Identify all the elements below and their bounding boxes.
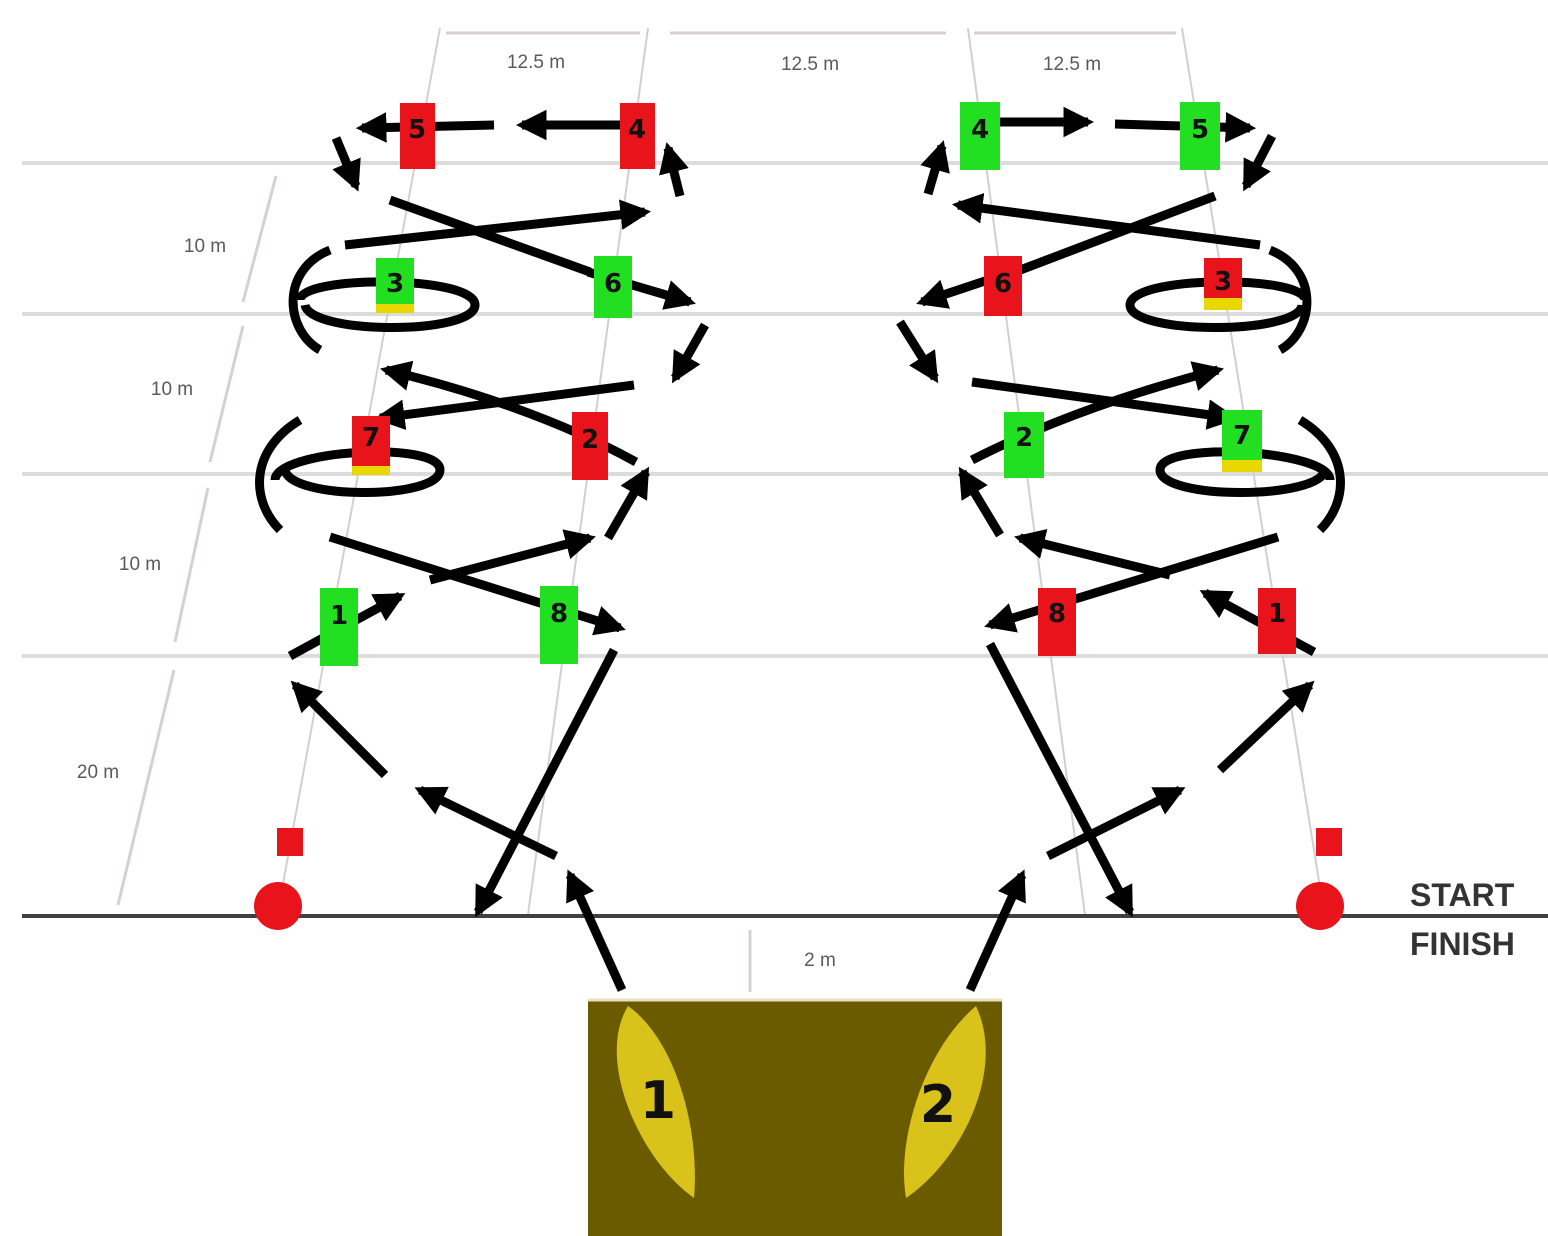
boat-2-label: 2 [920,1075,956,1135]
start-buoy-left [254,882,302,930]
dim-arrow-side-1 [241,175,278,303]
buoy-right-3-marker [1204,258,1242,302]
dim-label-top-left: 12.5 m [507,52,565,73]
buoy-right-1-marker [1258,588,1296,654]
path-right-2-loop [969,361,1224,465]
path-right-start-diag [1045,785,1186,861]
path-right-2-up [958,466,1004,538]
path-left-3-cross-b [388,195,592,277]
buoy-left-2-label: 2 [581,425,599,455]
path-left-finish [474,647,618,918]
dimension-labels: 12.5 m 12.5 m 12.5 m 10 m 10 m 10 m 20 m… [77,52,1101,971]
path-right-3-cross-b [1013,191,1217,277]
path-right-3-cross-a [951,193,1261,250]
path-left-4-up [659,142,689,198]
boat-1-label: 1 [640,1071,676,1131]
buoy-left-3-label: 3 [386,269,404,299]
buoy-left-6-marker [594,256,632,318]
pontoon: 1 2 [588,998,1002,1236]
dim-arrow-side-4 [116,669,176,906]
path-left-start-diag [414,785,558,861]
buoy-right-2-label: 2 [1015,423,1033,453]
buoy-left-5-marker [400,103,435,169]
buoy-right-7-band [1222,460,1262,472]
path-left-3-loop-a [288,245,332,354]
buoy-right-1-label: 1 [1268,599,1286,629]
path-left-6-down [671,322,709,384]
dim-arrow-side-3 [173,487,210,643]
path-left-start-up [565,869,627,992]
start-buoy-right [1296,882,1344,930]
dim-label-gap-3: 10 m [119,554,161,575]
finish-label: FINISH [1410,926,1515,962]
path-right-up-to-1 [1216,680,1315,774]
path-left-2-up [604,466,650,541]
buoy-right-8-marker [1038,588,1076,656]
path-left-7-loop-a [255,416,303,534]
path-right-3-loop-b [1125,277,1310,332]
buoy-right-7-marker [1222,410,1262,464]
path-right-6-down [896,319,939,384]
path-left-7-loop-b [270,447,445,497]
path-left-3-loop-b [295,277,480,332]
buoy-left-4-label: 4 [628,115,646,145]
buoy-right-3-band [1204,298,1242,310]
buoy-right-4-label: 4 [971,115,989,145]
path-left-7-cross [373,380,635,431]
path-right-8-cross [1014,529,1172,580]
path-right-5-down [1242,133,1276,192]
buoy-right-5-marker [1180,102,1220,170]
buoy-left-4-marker [620,103,655,169]
buoy-right-8-label: 8 [1048,599,1066,629]
start-flag-left [277,828,303,856]
path-right-7-cross [971,377,1239,430]
buoy-right-5-label: 5 [1191,115,1209,145]
course-path [255,106,1345,992]
buoy-right-6-label: 6 [994,269,1012,299]
path-right-start-up [965,869,1027,992]
buoy-left-7-label: 7 [362,423,380,453]
start-flag-right [1316,828,1342,856]
boat-2-hull [903,1006,986,1198]
buoy-left-7-band [352,466,390,475]
buoy-left-3-marker [376,258,414,310]
dim-label-top-center: 12.5 m [781,54,839,75]
buoy-right-3-label: 3 [1214,267,1232,297]
path-right-4-up [920,140,950,196]
dim-label-top-right: 12.5 m [1043,54,1101,75]
path-left-3-cross-a [344,199,652,250]
distance-lines [22,161,1548,658]
buoy-left-1-marker [320,588,358,666]
path-left-5-down [331,136,361,192]
path-right-finish [986,641,1134,918]
dim-label-gap-1: 10 m [184,236,226,257]
path-left-up-to-1 [290,680,389,779]
buoy-left-8-label: 8 [550,599,568,629]
start-label: START [1410,877,1515,913]
buoys-left: 5 4 3 6 7 2 1 8 [320,103,655,666]
buoy-right-2-marker [1004,412,1044,478]
dim-label-pontoon-gap: 2 m [804,950,836,971]
buoy-left-3-band [376,304,414,313]
buoy-left-6-label: 6 [604,269,622,299]
buoy-right-4-marker [960,102,1000,170]
buoy-left-8-marker [540,586,578,664]
buoy-left-7-marker [352,416,390,470]
dim-label-start-gap: 20 m [77,762,119,783]
path-right-7-loop-a [1297,416,1345,534]
buoy-right-6-marker [984,256,1022,316]
buoy-right-7-label: 7 [1233,421,1251,451]
buoys-right: 4 5 6 3 2 7 8 1 [960,102,1296,656]
dimension-arrows [116,31,1176,992]
boat-1-hull [616,1006,695,1198]
start-markers [254,828,1344,930]
dim-label-gap-2: 10 m [151,379,193,400]
buoy-left-2-marker [572,412,608,480]
buoy-left-5-label: 5 [408,115,426,145]
dim-arrow-side-2 [208,325,245,463]
buoy-left-1-label: 1 [330,601,348,631]
path-right-7-loop-b [1155,447,1335,497]
